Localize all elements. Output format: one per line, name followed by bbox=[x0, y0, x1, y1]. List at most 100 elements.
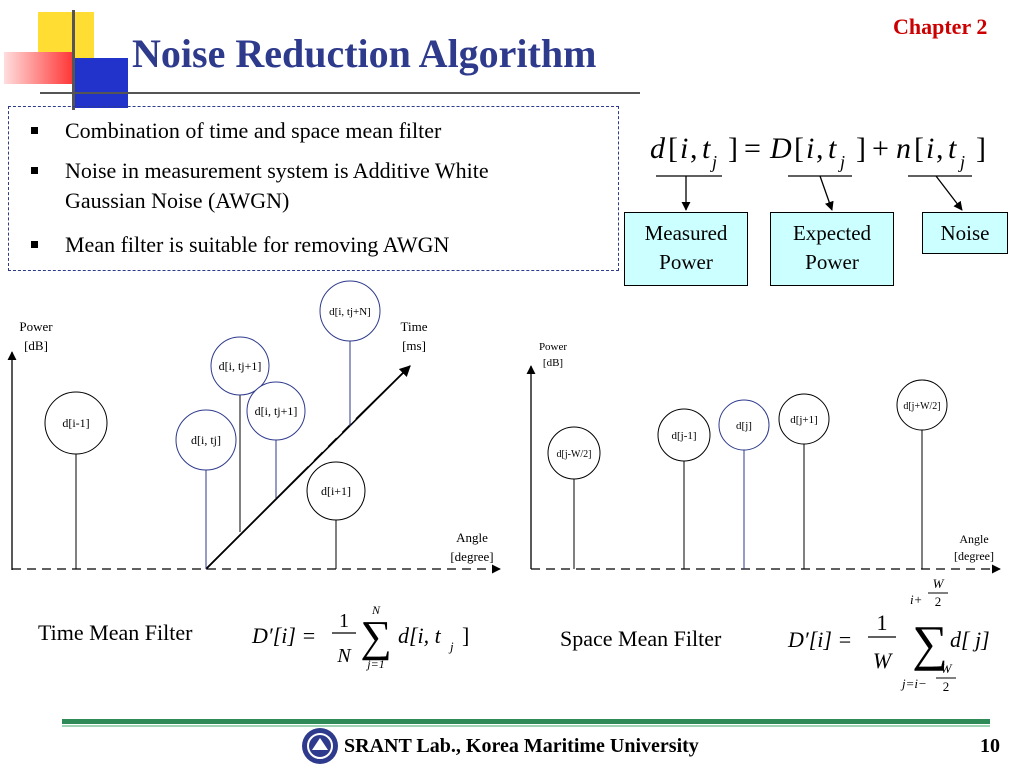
node: d[j-W/2] bbox=[547, 426, 601, 480]
svg-text:i: i bbox=[806, 132, 814, 165]
svg-text:∑: ∑ bbox=[360, 612, 391, 661]
time-y-label: Power bbox=[19, 319, 53, 334]
svg-text:d[j]: d[j] bbox=[736, 420, 752, 432]
svg-text:t: t bbox=[828, 132, 837, 165]
time-mean-filter-label: Time Mean Filter bbox=[38, 620, 193, 645]
svg-text:N: N bbox=[336, 645, 352, 667]
svg-text:d[i, tj+1]: d[i, tj+1] bbox=[219, 359, 262, 373]
svg-text:]: ] bbox=[462, 623, 469, 648]
svg-text:+: + bbox=[872, 132, 889, 165]
bullet-square-icon bbox=[31, 241, 38, 248]
measured-power-box: Measured Power bbox=[624, 212, 748, 286]
expected-power-box: Expected Power bbox=[770, 212, 894, 286]
svg-text:d[i+1]: d[i+1] bbox=[321, 484, 351, 498]
svg-text:,: , bbox=[690, 132, 698, 165]
node: d[i+1] bbox=[306, 461, 366, 521]
svg-text:2: 2 bbox=[935, 594, 942, 609]
space-y-unit: [dB] bbox=[543, 357, 563, 369]
node: d[i, tj+1] bbox=[246, 381, 306, 441]
svg-text:N: N bbox=[371, 603, 381, 617]
time-mean-filter-formula: D′[i] = 1 N N ∑ j=1 d[i, t j ] bbox=[251, 603, 469, 671]
svg-text:[: [ bbox=[794, 132, 804, 165]
svg-text:d[i, tj+N]: d[i, tj+N] bbox=[329, 306, 371, 318]
space-mean-filter-formula: D′[i] = 1 W i+ W 2 ∑ j=i− W 2 d[ j] bbox=[787, 576, 990, 694]
decor-blue-block bbox=[72, 58, 128, 108]
svg-text:d[j-W/2]: d[j-W/2] bbox=[557, 449, 592, 460]
svg-text:W: W bbox=[933, 576, 945, 591]
node: d[i, tj] bbox=[175, 409, 237, 471]
page-number: 10 bbox=[980, 735, 1000, 757]
svg-text:d[i, tj]: d[i, tj] bbox=[191, 433, 221, 447]
svg-text:d[i, t: d[i, t bbox=[398, 623, 442, 648]
svg-text:j=i−: j=i− bbox=[900, 676, 927, 691]
svg-text:∑: ∑ bbox=[912, 615, 948, 671]
decor-hline bbox=[40, 92, 640, 94]
decor-red-block bbox=[4, 52, 74, 84]
svg-text:W: W bbox=[941, 661, 953, 676]
svg-text:j: j bbox=[710, 152, 717, 172]
svg-text:]: ] bbox=[728, 132, 738, 165]
time-t-unit: [ms] bbox=[402, 338, 426, 353]
svg-text:d[j+1]: d[j+1] bbox=[790, 414, 818, 426]
svg-text:d[i-1]: d[i-1] bbox=[62, 416, 89, 430]
svg-text:j: j bbox=[448, 639, 454, 654]
svg-text:d: d bbox=[650, 132, 666, 165]
svg-text:j: j bbox=[838, 152, 845, 172]
svg-text:d[j-1]: d[j-1] bbox=[671, 430, 696, 442]
svg-text:]: ] bbox=[856, 132, 866, 165]
svg-text:D: D bbox=[769, 132, 792, 165]
svg-text:[: [ bbox=[668, 132, 678, 165]
svg-text:j=1: j=1 bbox=[365, 657, 384, 671]
svg-text:1: 1 bbox=[339, 610, 349, 632]
svg-text:D′[i] =: D′[i] = bbox=[251, 623, 316, 648]
svg-text:t: t bbox=[702, 132, 711, 165]
space-diagram: Power [dB] Angle [degree] d[j-W/2] d[j-1… bbox=[526, 341, 1001, 574]
node: d[i-1] bbox=[44, 391, 108, 455]
svg-text:=: = bbox=[744, 132, 761, 165]
svg-text:,: , bbox=[816, 132, 824, 165]
svg-text:i: i bbox=[926, 132, 934, 165]
svg-text:,: , bbox=[936, 132, 944, 165]
time-axis-arrow bbox=[355, 365, 411, 420]
svg-text:d[ j]: d[ j] bbox=[950, 627, 990, 652]
svg-text:2: 2 bbox=[943, 679, 950, 694]
svg-text:n: n bbox=[896, 132, 911, 165]
node: d[j+1] bbox=[778, 393, 830, 445]
svg-text:[: [ bbox=[914, 132, 924, 165]
time-axis-line bbox=[205, 474, 301, 570]
noise-box: Noise bbox=[922, 212, 1008, 254]
page-title: Noise Reduction Algorithm bbox=[132, 31, 597, 76]
node: d[j] bbox=[718, 399, 770, 451]
svg-text:j: j bbox=[958, 152, 965, 172]
node: d[j-1] bbox=[657, 408, 711, 462]
bullet-square-icon bbox=[31, 127, 38, 134]
svg-text:]: ] bbox=[976, 132, 986, 165]
node: d[i, tj+N] bbox=[319, 280, 381, 342]
space-x-unit: [degree] bbox=[954, 549, 994, 563]
equation-arrows bbox=[656, 175, 972, 211]
time-x-unit: [degree] bbox=[450, 549, 493, 564]
bullet-square-icon bbox=[31, 167, 38, 174]
space-mean-filter-label: Space Mean Filter bbox=[560, 626, 722, 651]
svg-text:d[i, tj+1]: d[i, tj+1] bbox=[255, 404, 298, 418]
node: d[j+W/2] bbox=[896, 379, 948, 431]
svg-text:D′[i] =: D′[i] = bbox=[787, 627, 852, 652]
chapter-label: Chapter 2 bbox=[893, 14, 988, 39]
svg-text:t: t bbox=[948, 132, 957, 165]
decor-vline bbox=[72, 10, 75, 110]
svg-text:W: W bbox=[873, 648, 893, 673]
space-y-label: Power bbox=[539, 341, 567, 353]
svg-text:i+: i+ bbox=[910, 592, 922, 607]
bullet-box: Combination of time and space mean filte… bbox=[8, 106, 619, 271]
measurement-equation: d [ i , t j ] = D [ i , t j ] + n [ i , … bbox=[650, 132, 986, 172]
time-y-unit: [dB] bbox=[24, 338, 48, 353]
node: d[i, tj+1] bbox=[210, 336, 270, 396]
footer-rule bbox=[62, 719, 990, 727]
time-t-label: Time bbox=[401, 319, 428, 334]
time-axis-dashed bbox=[299, 418, 357, 476]
space-x-label: Angle bbox=[959, 532, 988, 546]
svg-text:i: i bbox=[680, 132, 688, 165]
svg-text:d[j+W/2]: d[j+W/2] bbox=[903, 401, 940, 412]
svg-text:1: 1 bbox=[877, 610, 888, 635]
